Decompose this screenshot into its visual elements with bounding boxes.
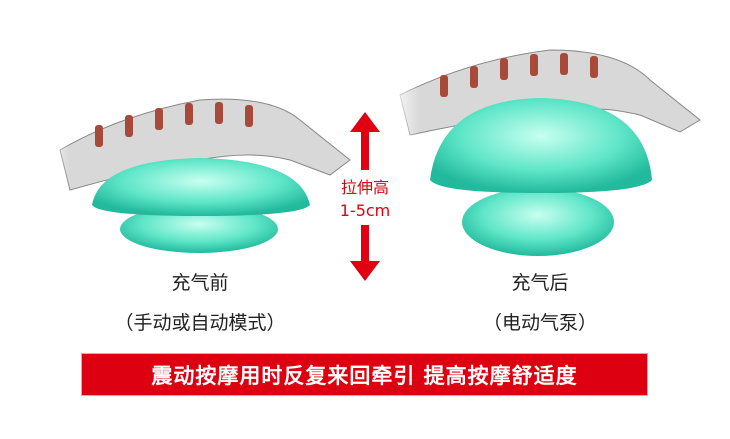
- before-title: 充气前: [171, 272, 229, 294]
- after-subtitle: （电动气泵）: [482, 312, 597, 334]
- stretch-arrow-icon: [350, 112, 380, 281]
- before-subtitle: （手动或自动模式）: [114, 312, 286, 334]
- cushion-right: [430, 98, 652, 256]
- cushion-left: [92, 158, 310, 253]
- after-title: 充气后: [511, 272, 569, 294]
- stretch-label-line2: 1-5cm: [339, 201, 391, 220]
- stretch-height-label: 拉伸高 1-5cm: [330, 176, 400, 222]
- feature-banner: 震动按摩用时反复来回牵引 提高按摩舒适度: [81, 353, 648, 396]
- stretch-label-line1: 拉伸高: [340, 178, 389, 197]
